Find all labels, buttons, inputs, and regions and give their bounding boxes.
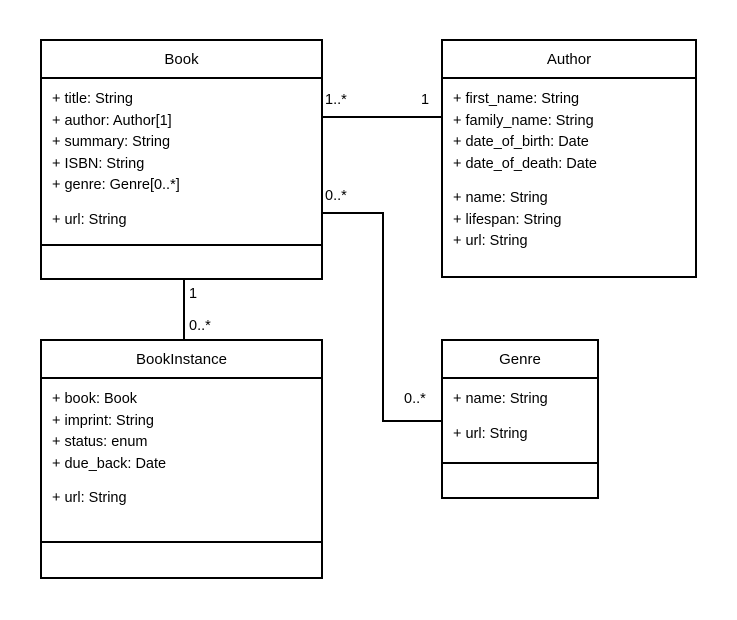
attribute-item: + name: String — [453, 391, 548, 407]
association-book-author-line — [322, 116, 443, 118]
attribute-item: + date_of_birth: Date — [453, 134, 589, 150]
class-name-genre: Genre — [443, 341, 597, 379]
attribute-spacer — [453, 175, 695, 188]
attribute-spacer — [52, 475, 321, 488]
attribute-item: + url: String — [52, 490, 127, 506]
attribute-item: + url: String — [453, 233, 528, 249]
attribute-spacer — [52, 197, 321, 210]
attribute-item: + book: Book — [52, 391, 138, 407]
uml-class-author[interactable]: Author + first_name: String + family_nam… — [441, 39, 697, 278]
uml-class-genre[interactable]: Genre + name: String + url: String — [441, 339, 599, 499]
association-book-genre-segment-top — [322, 212, 384, 214]
class-methods-book — [42, 246, 321, 278]
class-attributes-author: + first_name: String + family_name: Stri… — [443, 79, 695, 276]
attribute-item: + summary: String — [52, 134, 171, 150]
attribute-item: + family_name: String — [453, 112, 594, 129]
class-attributes-book: + title: String + author: Author[1] + su… — [42, 79, 321, 246]
attribute-item: + genre: Genre[0..*] — [52, 177, 180, 193]
class-attributes-genre: + name: String + url: String — [443, 379, 597, 464]
multiplicity-book-author-target: 1 — [421, 92, 430, 108]
multiplicity-book-bookinstance-source: 1 — [189, 286, 198, 302]
class-name-book: Book — [42, 41, 321, 79]
multiplicity-book-genre-target: 0..* — [404, 391, 426, 407]
attribute-item: + lifespan: String — [453, 211, 562, 228]
attribute-item: + due_back: Date — [52, 455, 167, 472]
class-name-author: Author — [443, 41, 695, 79]
attribute-spacer — [453, 411, 597, 424]
attribute-item: + url: String — [453, 425, 528, 442]
attribute-item: + imprint: String — [52, 412, 154, 429]
class-attributes-bookinstance: + book: Book + imprint: String + status:… — [42, 379, 321, 543]
attribute-item: + url: String — [52, 211, 127, 228]
association-book-genre-segment-bottom — [382, 420, 443, 422]
attribute-item: + title: String — [52, 91, 133, 107]
class-methods-bookinstance — [42, 543, 321, 577]
class-name-bookinstance: BookInstance — [42, 341, 321, 379]
attribute-item: + status: enum — [52, 434, 148, 450]
multiplicity-book-genre-source: 0..* — [325, 188, 347, 204]
multiplicity-book-bookinstance-target: 0..* — [189, 318, 211, 334]
attribute-item: + ISBN: String — [52, 155, 145, 172]
class-methods-genre — [443, 464, 597, 497]
uml-class-bookinstance[interactable]: BookInstance + book: Book + imprint: Str… — [40, 339, 323, 579]
attribute-item: + date_of_death: Date — [453, 155, 597, 172]
uml-class-book[interactable]: Book + title: String + author: Author[1]… — [40, 39, 323, 280]
attribute-item: + first_name: String — [453, 91, 580, 107]
association-book-bookinstance-line — [183, 279, 185, 341]
attribute-item: + author: Author[1] — [52, 112, 172, 129]
association-book-genre-segment-middle — [382, 212, 384, 422]
multiplicity-book-author-source: 1..* — [325, 92, 347, 108]
attribute-item: + name: String — [453, 190, 548, 206]
